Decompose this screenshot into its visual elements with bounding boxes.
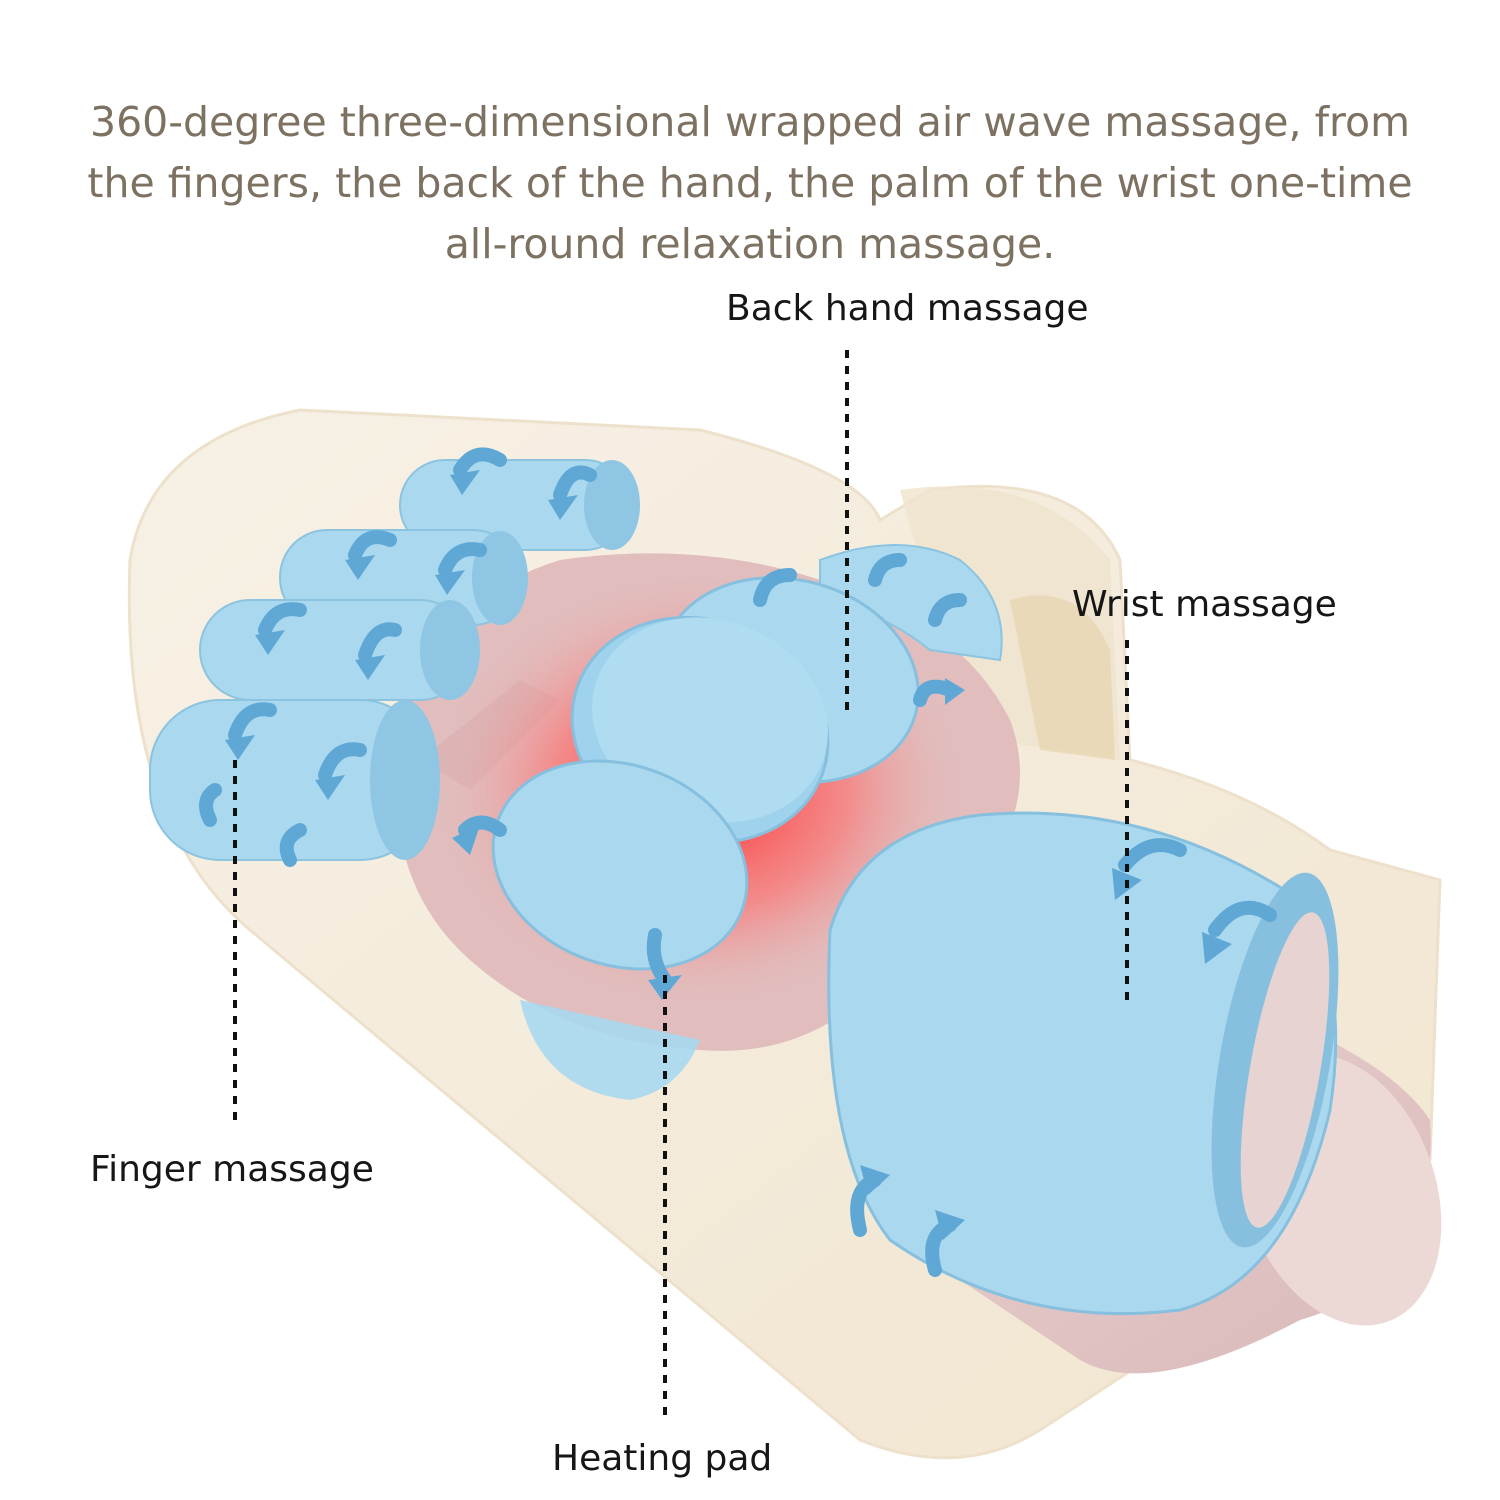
finger-label: Finger massage — [90, 1149, 374, 1190]
heating-pad-label: Heating pad — [552, 1438, 773, 1479]
arrow-icon — [458, 815, 507, 837]
headline-line-1: 360-degree three-dimensional wrapped air… — [89, 98, 1411, 146]
arrow-icon — [228, 702, 277, 742]
back-hand-label: Back hand massage — [726, 288, 1089, 329]
arrow-icon — [258, 602, 307, 637]
finger-airbags — [149, 459, 1003, 861]
arrowheads — [225, 470, 1232, 1240]
arrow-icon — [199, 783, 222, 827]
finger-cuff-3 — [199, 599, 480, 701]
arrow-icon — [438, 542, 487, 577]
arrow-icon — [358, 622, 402, 662]
arrow-icon — [868, 553, 907, 587]
arrow-icon — [279, 823, 307, 867]
arrow-icon — [318, 742, 367, 782]
headline-line-2: the fingers, the back of the hand, the p… — [87, 159, 1413, 207]
arrow-icon — [1208, 900, 1277, 937]
back-hand-pads — [491, 576, 920, 971]
headline-line-3: all-round relaxation massage. — [444, 220, 1056, 268]
wrist-label: Wrist massage — [1072, 584, 1337, 625]
arrow-icon — [753, 568, 797, 607]
arrow-icon — [553, 465, 597, 502]
headline: 360-degree three-dimensional wrapped air… — [40, 92, 1460, 275]
arrow-icon — [348, 530, 397, 562]
finger-cuff-4 — [149, 699, 440, 861]
arrow-icon — [646, 928, 672, 987]
arrow-icon — [928, 593, 967, 627]
arrow-icon — [1118, 838, 1187, 872]
arrow-icon — [453, 447, 507, 477]
leader-lines — [233, 350, 1129, 1415]
